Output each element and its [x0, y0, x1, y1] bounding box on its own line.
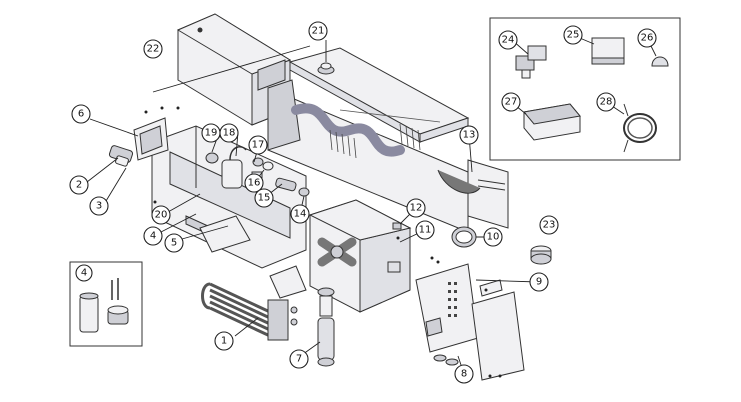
callout-4: 4 [143, 226, 163, 246]
callout-label-11: 11 [419, 225, 432, 236]
part-7-drain [317, 287, 335, 367]
callout-label-9: 9 [536, 277, 542, 288]
part-chassis-frame [151, 125, 307, 269]
part-13-rear-plate [437, 159, 509, 229]
callout-7: 7 [289, 349, 309, 369]
callout-label-28: 28 [600, 97, 613, 108]
part-panel-main [267, 79, 469, 233]
inset-part-4 [69, 261, 143, 347]
callout-16: 16 [244, 173, 264, 193]
callout-3: 3 [89, 196, 109, 216]
callout-label-4-inset: 4 [81, 268, 87, 279]
callout-label-23: 23 [543, 220, 556, 231]
part-8-cover-plate [433, 279, 525, 381]
callout-label-20: 20 [155, 210, 168, 221]
callout-26: 26 [637, 28, 657, 48]
callout-14: 14 [290, 204, 310, 224]
callout-label-18: 18 [223, 128, 236, 139]
part-bracket [199, 215, 307, 299]
callout-22: 22 [143, 39, 163, 59]
callout-12: 12 [406, 198, 426, 218]
callout-label-6: 6 [78, 109, 84, 120]
callout-label-10: 10 [487, 232, 500, 243]
part-tank [308, 199, 412, 313]
callout-9: 9 [529, 272, 549, 292]
callout-19: 19 [201, 123, 221, 143]
callout-label-17: 17 [252, 140, 265, 151]
callout-6: 6 [71, 104, 91, 124]
part-10-ring [451, 226, 477, 248]
callout-25: 25 [563, 25, 583, 45]
callout-label-1: 1 [221, 336, 227, 347]
callout-18: 18 [219, 123, 239, 143]
callout-23: 23 [539, 215, 559, 235]
callout-label-26: 26 [641, 33, 654, 44]
part-21-tray [288, 47, 470, 143]
callout-28: 28 [596, 92, 616, 112]
callout-24: 24 [498, 30, 518, 50]
part-1-heating-element [201, 282, 298, 341]
callout-label-7: 7 [296, 354, 302, 365]
callout-8: 8 [454, 364, 474, 384]
callout-17: 17 [248, 135, 268, 155]
callout-20: 20 [151, 205, 171, 225]
callout-label-22: 22 [147, 44, 160, 55]
callout-label-13: 13 [463, 130, 476, 141]
callout-label-8: 8 [461, 369, 467, 380]
callouts: 22 21 6 2 3 4 5 20 19 18 17 16 15 14 13 … [69, 21, 657, 384]
callout-15: 15 [254, 188, 274, 208]
callout-label-21: 21 [312, 26, 325, 37]
callout-label-25: 25 [567, 30, 580, 41]
callout-label-4: 4 [150, 231, 156, 242]
part-2-3-fitting [108, 145, 134, 167]
callout-label-19: 19 [205, 128, 218, 139]
callout-5: 5 [164, 233, 184, 253]
callout-label-3: 3 [96, 201, 102, 212]
callout-label-12: 12 [410, 203, 423, 214]
callout-label-24: 24 [502, 35, 515, 46]
callout-label-16: 16 [248, 178, 261, 189]
callout-4-inset: 4 [75, 264, 93, 282]
callout-27: 27 [501, 92, 521, 112]
part-6-plate [133, 117, 169, 161]
callout-11: 11 [415, 220, 435, 240]
part-9-control-board [415, 263, 479, 353]
callout-1: 1 [214, 331, 234, 351]
callout-label-14: 14 [294, 209, 307, 220]
part-23-cap [530, 245, 552, 265]
callout-13: 13 [459, 125, 479, 145]
inset-accessories [489, 17, 681, 161]
callout-label-2: 2 [76, 180, 82, 191]
callout-label-5: 5 [171, 238, 177, 249]
callout-10: 10 [483, 227, 503, 247]
callout-21: 21 [308, 21, 328, 41]
callout-label-15: 15 [258, 193, 271, 204]
callout-label-27: 27 [505, 97, 518, 108]
callout-2: 2 [69, 175, 89, 195]
